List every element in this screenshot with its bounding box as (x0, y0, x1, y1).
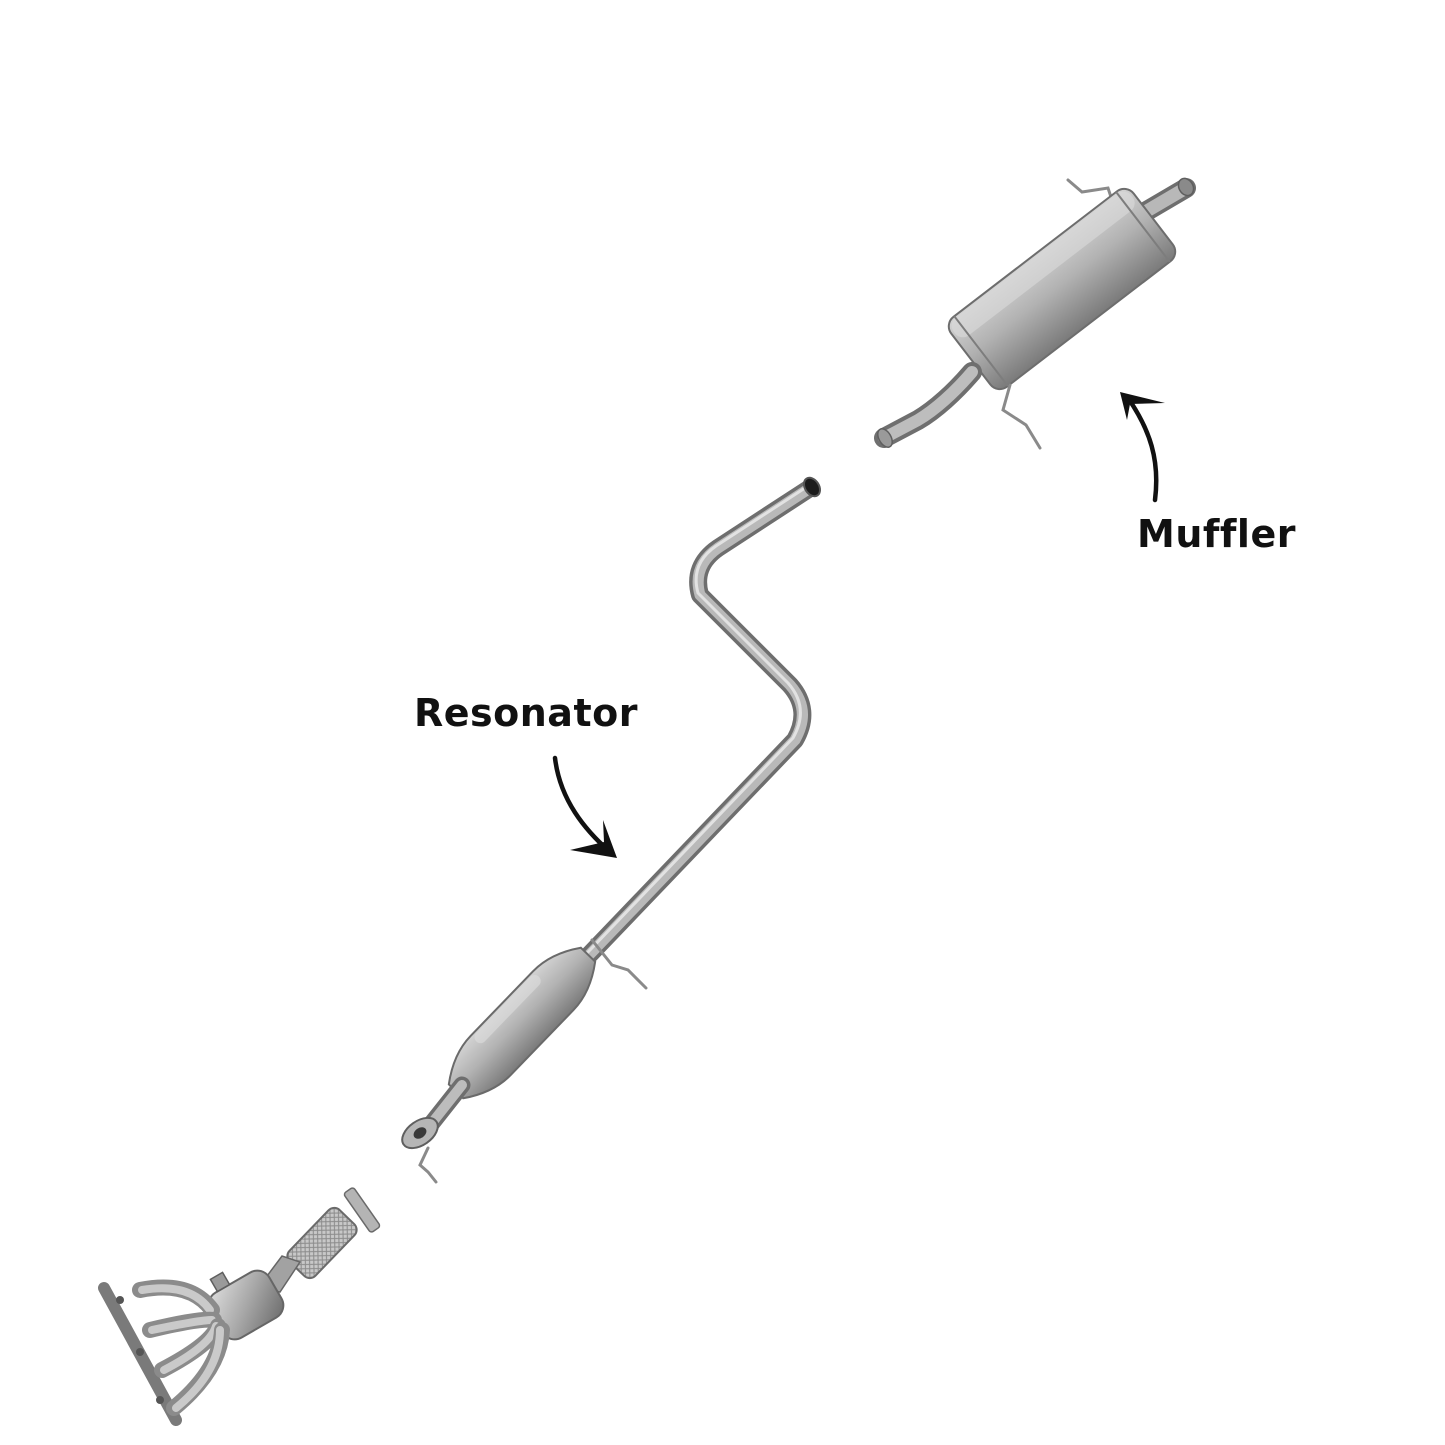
mid-pipe (561, 476, 822, 984)
resonator-body (447, 946, 597, 1100)
resonator-assembly (401, 476, 822, 1184)
muffler-assembly (874, 177, 1196, 450)
resonator-hanger (590, 938, 648, 990)
manifold-catalytic-assembly (98, 1187, 381, 1426)
muffler-arrow (1120, 392, 1165, 503)
exhaust-manifold (98, 1279, 230, 1426)
flex-pipe-flange (343, 1187, 381, 1233)
muffler-upper-hanger (1066, 178, 1114, 202)
resonator-arrow (552, 755, 617, 858)
flex-pipe (286, 1206, 358, 1280)
resonator-front-hanger (418, 1146, 438, 1184)
resonator-front-flange (401, 1116, 439, 1150)
muffler-lower-hanger (1001, 383, 1042, 450)
muffler-label: Muffler (1137, 512, 1296, 556)
resonator-label: Resonator (414, 691, 638, 735)
catalytic-converter (207, 1269, 285, 1341)
muffler-tailpipe (1130, 177, 1196, 225)
muffler-inlet-pipe (874, 362, 982, 448)
muffler-body (947, 187, 1177, 391)
